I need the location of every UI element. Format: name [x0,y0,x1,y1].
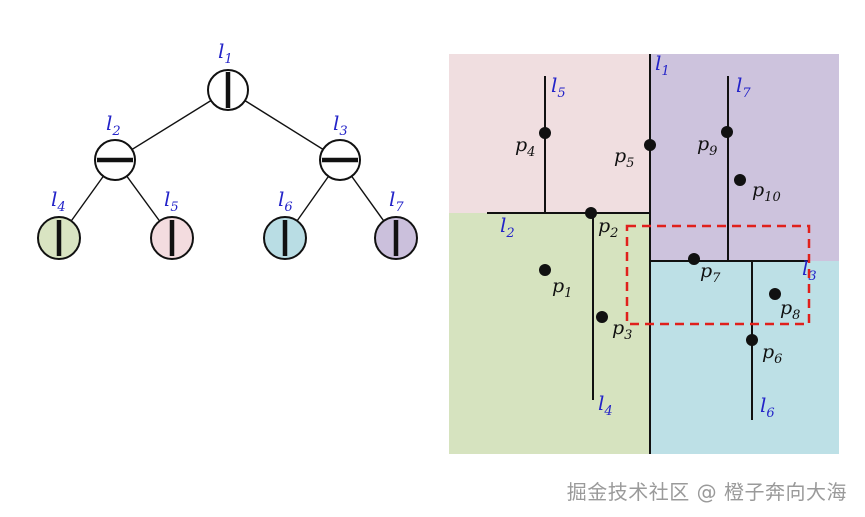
point-label-p5: p5 [614,145,634,171]
region-bottom-right [650,261,839,454]
tree-edge [114,89,229,161]
split-label-l6: l6 [760,393,775,421]
tree-node-l3: l3 [319,111,361,181]
point-label-p10: p10 [752,179,781,205]
space-partition: l1 l2 l3 l4 l5 l6 l7 p1 p2 p3 p4 p5 p6 p… [449,51,839,454]
split-label-l4: l4 [598,391,613,419]
point-label-p8: p8 [780,297,800,323]
svg-text:l3: l3 [333,111,348,139]
query-range-box [625,224,811,326]
svg-text:l6: l6 [278,187,293,215]
tree-node-l4: l4 [37,187,81,260]
split-label-l1: l1 [655,51,670,79]
point-p7 [688,253,700,265]
point-p6 [746,334,758,346]
point-p9 [721,126,733,138]
split-label-l7: l7 [736,73,751,101]
point-label-p6: p6 [762,341,782,367]
point-label-p1: p1 [552,275,572,301]
svg-text:l5: l5 [164,187,179,215]
svg-text:l4: l4 [51,187,66,215]
split-label-l2: l2 [500,213,515,241]
point-p8 [769,288,781,300]
tree-node-l2: l2 [94,111,136,181]
kd-tree: l1 l2 l3 l4 l5 l6 [37,39,418,260]
split-label-l5: l5 [551,73,566,101]
point-p5 [644,139,656,151]
tree-node-l5: l5 [150,187,194,260]
svg-text:l7: l7 [389,187,404,215]
region-bottom-left [449,213,650,454]
point-p10 [734,174,746,186]
point-p3 [596,311,608,323]
point-label-p3: p3 [612,317,632,343]
point-label-p7: p7 [700,260,721,286]
svg-text:l1: l1 [218,39,233,67]
point-label-p4: p4 [515,134,535,160]
tree-node-l6: l6 [263,187,307,260]
point-p4 [539,127,551,139]
svg-text:l2: l2 [106,111,121,139]
point-p1 [539,264,551,276]
split-label-l3: l3 [802,256,817,284]
tree-node-l1: l1 [207,39,249,111]
point-label-p2: p2 [598,215,618,241]
tree-edge [227,89,341,161]
tree-node-l7: l7 [374,187,418,260]
point-p2 [585,207,597,219]
point-label-p9: p9 [697,133,717,159]
watermark: 掘金技术社区 @ 橙子奔向大海 [566,480,847,504]
